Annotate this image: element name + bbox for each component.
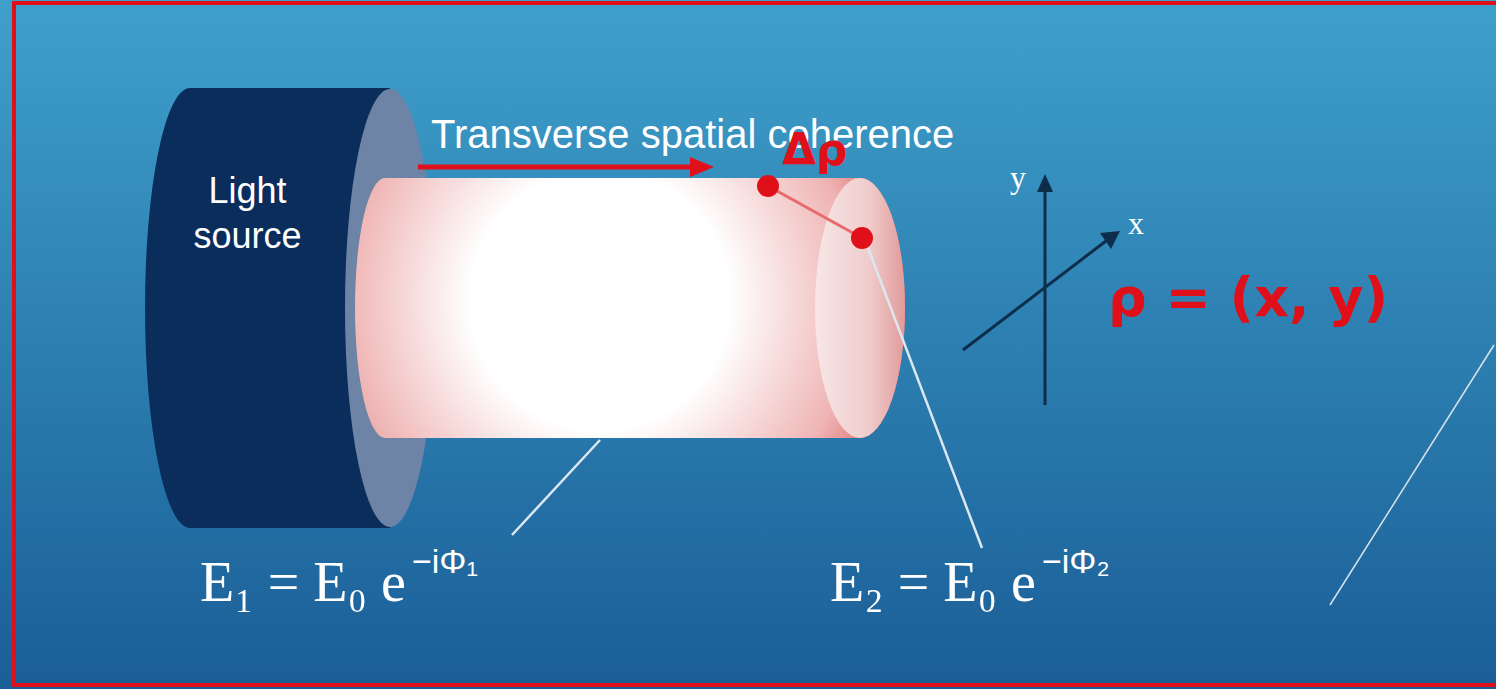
axis-head xyxy=(1037,174,1053,192)
separation-line xyxy=(768,186,862,238)
axis-head xyxy=(1100,231,1120,249)
x-axis xyxy=(963,241,1106,350)
cylinder-face xyxy=(345,89,435,527)
phase-exponent: −iΦ₁ xyxy=(412,543,478,580)
light-beam xyxy=(355,178,905,438)
axis-label: y xyxy=(1010,160,1026,195)
field-equation: E₁ = E₀ e xyxy=(200,552,406,614)
leader-line xyxy=(868,248,982,548)
phase-exponent: −iΦ₂ xyxy=(1042,543,1110,580)
position-vector: ρ = (x, y) xyxy=(1108,268,1388,327)
source-label: Light source xyxy=(155,88,340,258)
y-axis xyxy=(1044,190,1047,405)
leader-line xyxy=(512,440,600,535)
frame-border xyxy=(14,3,1496,685)
coherence-arrow xyxy=(418,165,694,170)
axis-label: x xyxy=(1128,206,1144,241)
field-equation: E₂ = E₀ e xyxy=(830,552,1036,614)
point-dot xyxy=(757,175,779,197)
point-dot xyxy=(851,227,873,249)
heading-label: Transverse spatial coherence xyxy=(431,112,954,156)
arrow-head xyxy=(690,157,714,177)
leader-line xyxy=(1330,345,1494,605)
separation-label: Δρ xyxy=(782,126,848,174)
